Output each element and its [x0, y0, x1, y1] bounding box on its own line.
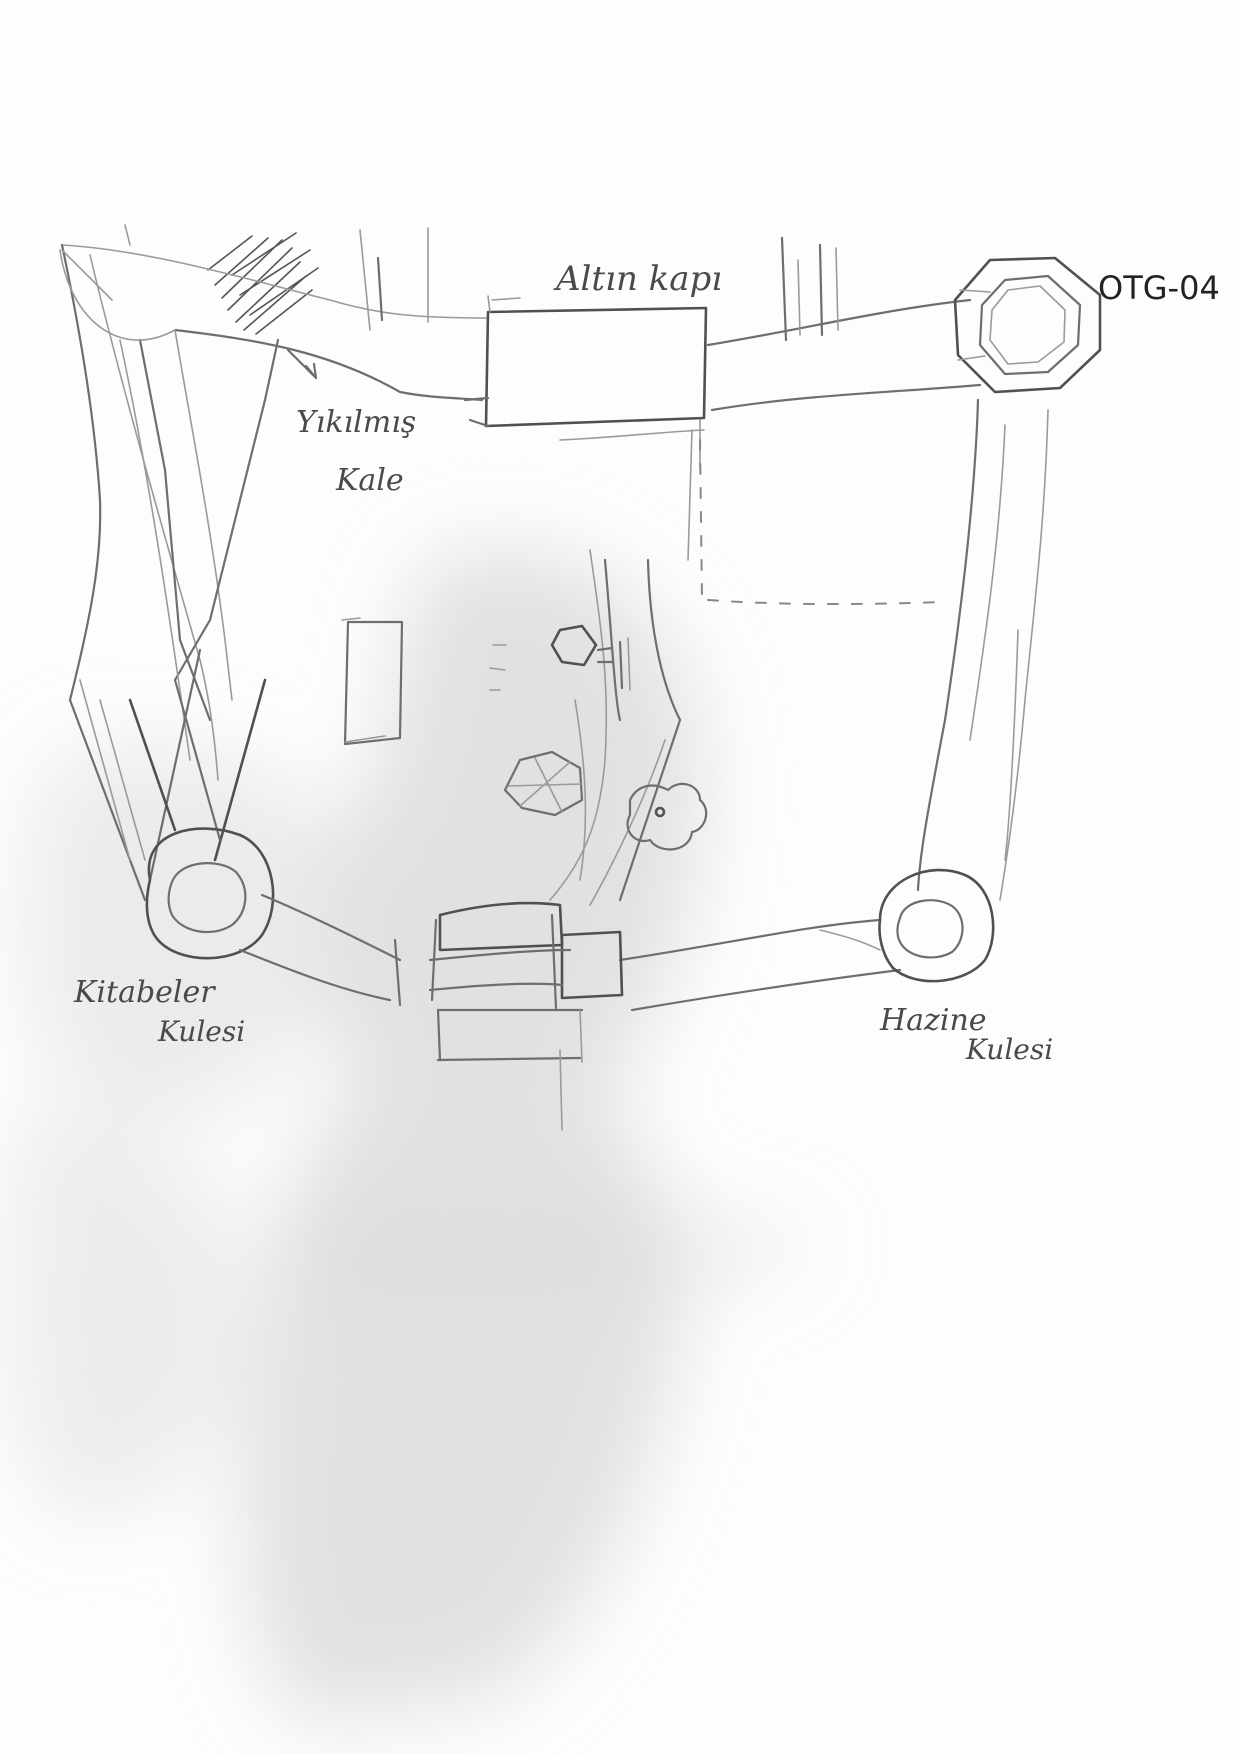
west-walls — [60, 245, 278, 900]
south-wall — [240, 895, 900, 1010]
north-wall — [62, 225, 980, 410]
inner-walls — [550, 550, 680, 905]
label-altin-kapi: Altın kapı — [556, 262, 722, 296]
otg-04-tower — [955, 258, 1100, 392]
label-kitabeler: Kitabeler — [74, 978, 215, 1008]
rectangular-building — [342, 618, 402, 744]
label-otg-04: OTG-04 — [1098, 272, 1220, 304]
inner-dashed-line — [700, 440, 940, 604]
label-kale: Kale — [336, 466, 404, 496]
label-yikilmis: Yıkılmış — [296, 408, 416, 438]
east-wall — [918, 400, 1048, 900]
kitabeler-tower — [147, 829, 273, 959]
south-gate-complex — [430, 903, 622, 1130]
label-hazine: Hazine — [880, 1006, 987, 1036]
hazine-tower — [880, 870, 994, 981]
label-hazine-kulesi: Kulesi — [966, 1036, 1053, 1064]
golden-gate-block — [465, 296, 706, 560]
label-kitabeler-kulesi: Kulesi — [158, 1018, 245, 1046]
